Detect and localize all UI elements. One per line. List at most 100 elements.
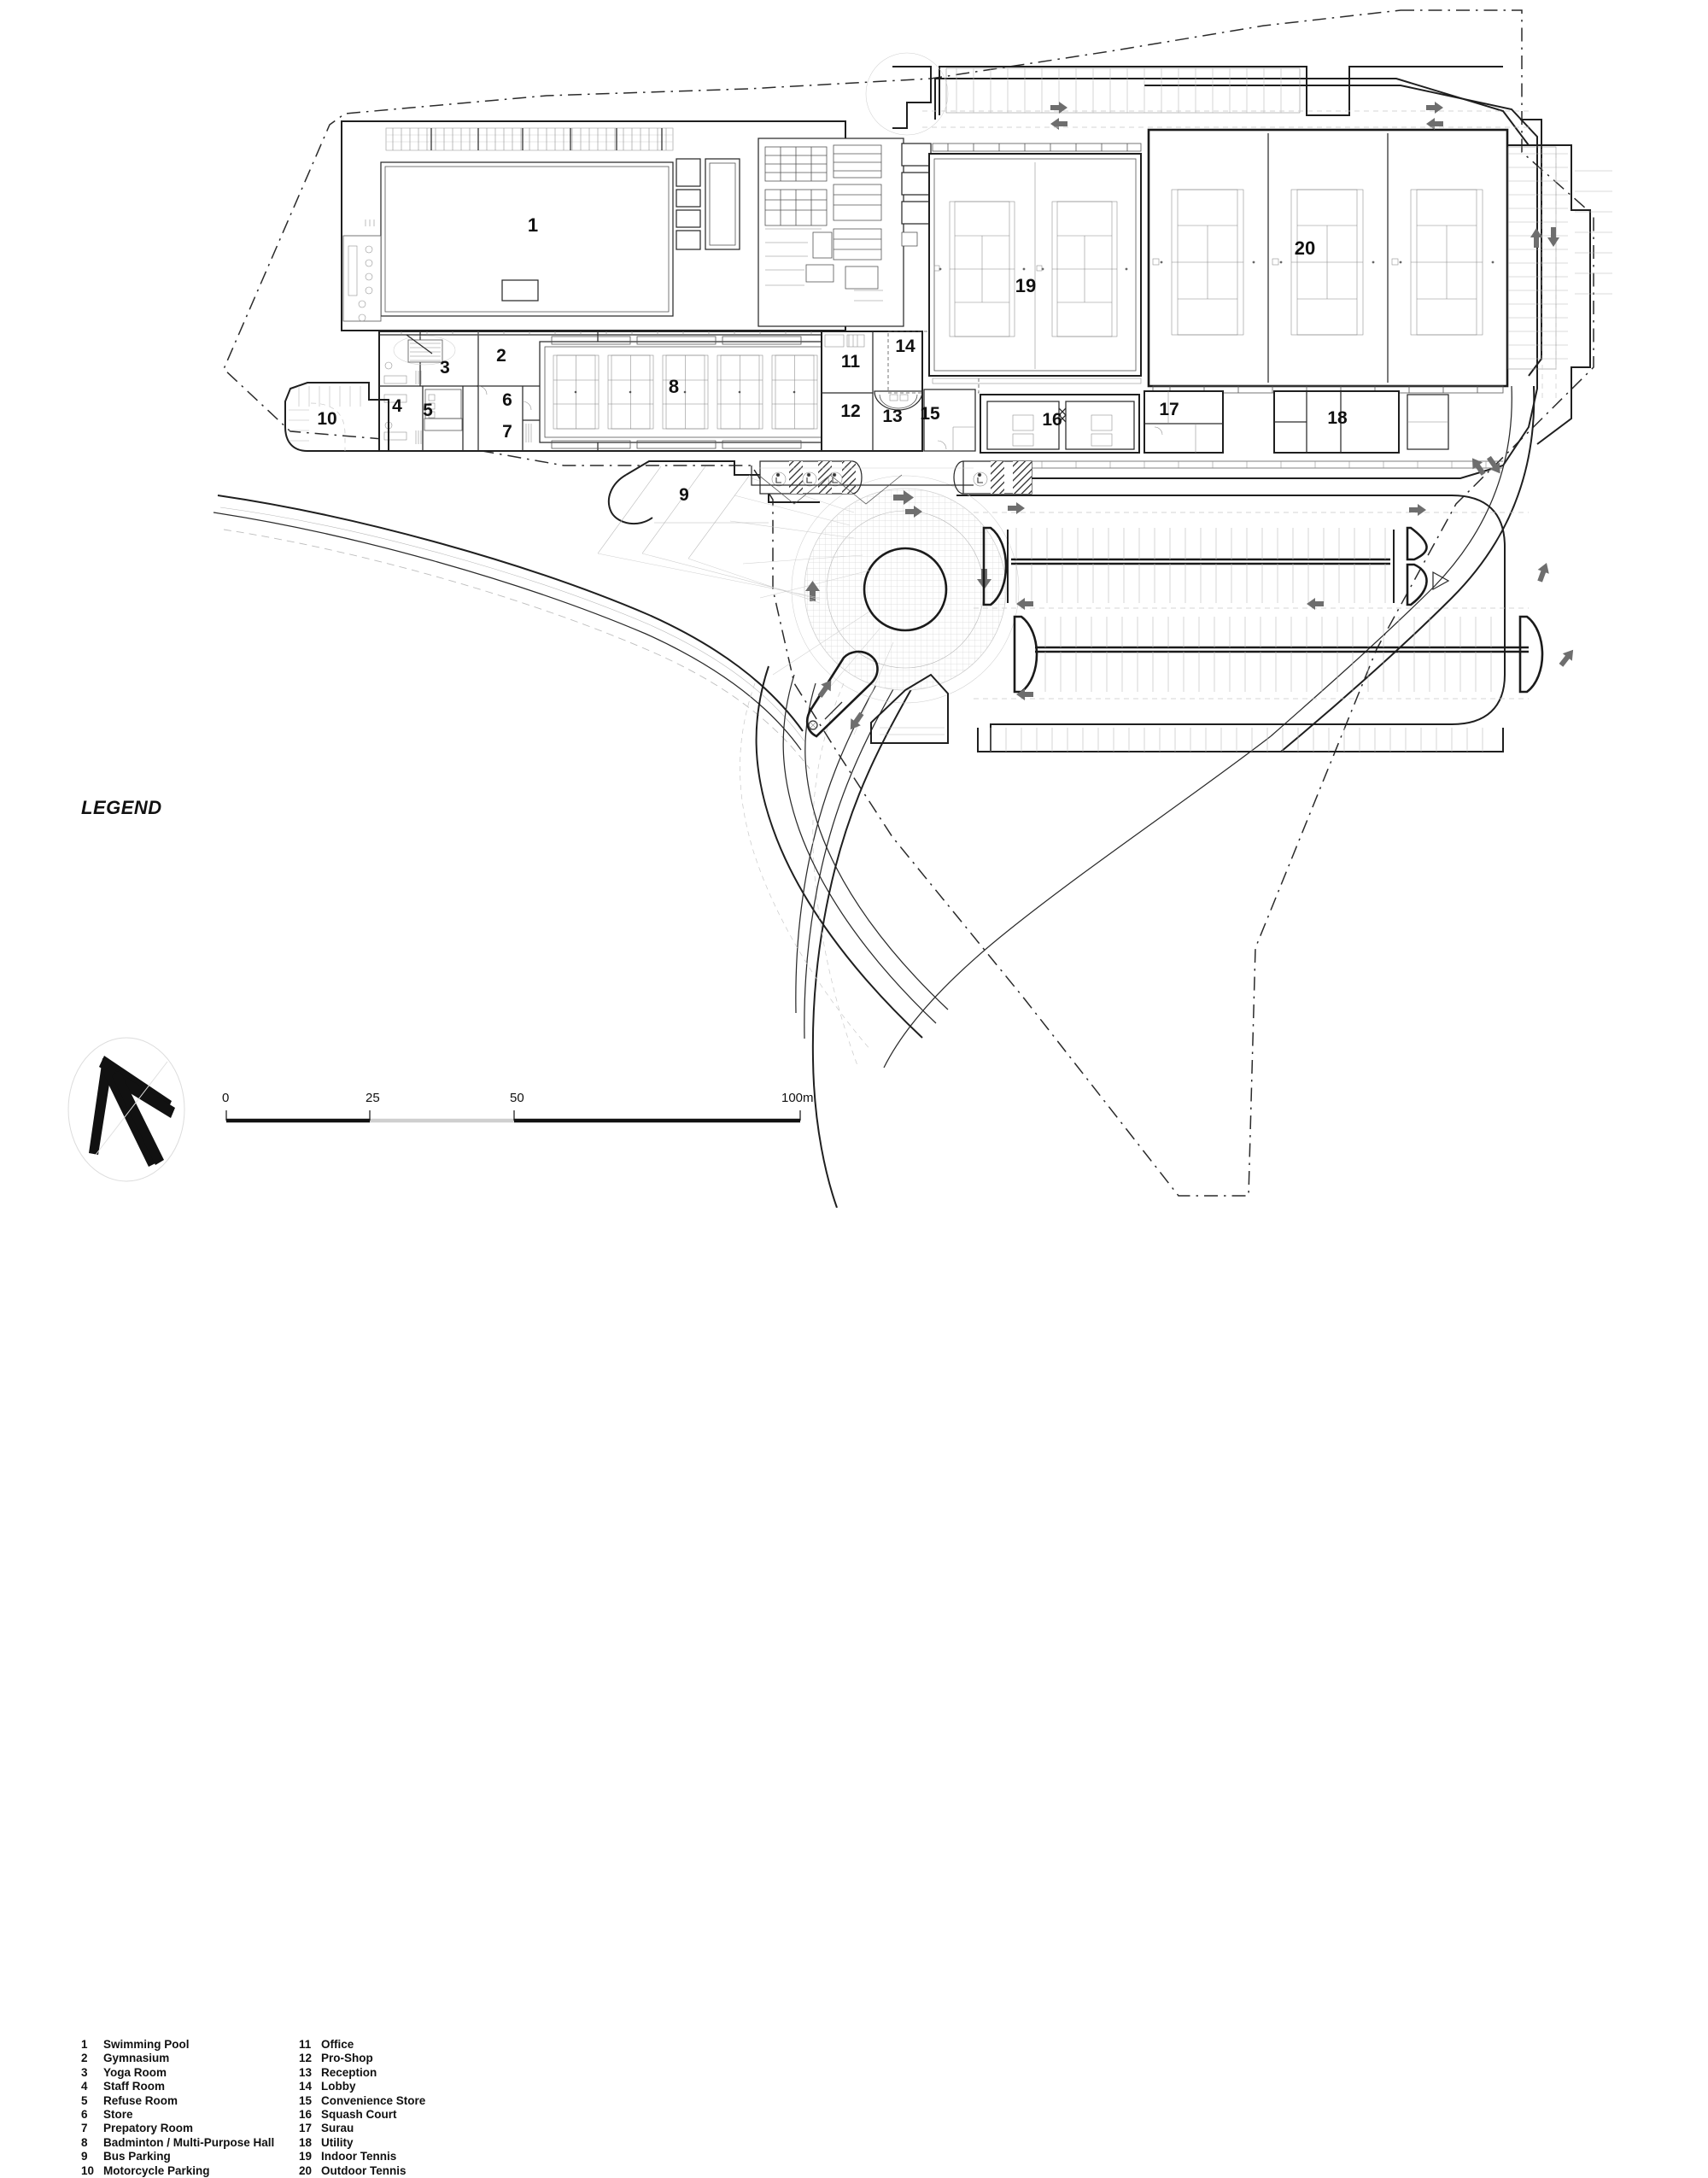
east-edge-parking — [1471, 144, 1612, 476]
legend-item-number: 20 — [299, 2163, 313, 2177]
legend-item-number: 2 — [81, 2052, 88, 2065]
bus-parking — [597, 460, 1032, 604]
legend-heading: LEGEND — [81, 797, 162, 818]
motorcycle-parking — [284, 382, 389, 452]
legend-item-label: Surau — [321, 2122, 354, 2135]
legend-item-label: Swimming Pool — [103, 2038, 190, 2051]
legend-item: 19 Indoor Tennis — [299, 2150, 425, 2163]
legend-item: 16 Squash Court — [299, 2108, 425, 2122]
legend-item-number: 4 — [81, 2080, 88, 2093]
legend-item-number: 8 — [81, 2135, 88, 2149]
scale-tick-label: 25 — [366, 1091, 380, 1105]
legend-item: 17 Surau — [299, 2122, 425, 2135]
legend-item: 15 Convenience Store — [299, 2094, 425, 2108]
parking-bank — [982, 526, 1428, 606]
wheelchair-icon — [828, 471, 843, 487]
north-arrow-icon — [67, 1037, 185, 1182]
legend-item-label: Pro-Shop — [321, 2052, 373, 2065]
badminton-hall — [539, 336, 828, 449]
legend-item-number: 13 — [299, 2065, 313, 2079]
parking-bank — [1013, 615, 1544, 694]
indoor-tennis-hall — [928, 143, 1142, 384]
room-number-label: 5 — [423, 401, 433, 420]
north-service-parking — [865, 52, 1529, 136]
room-number-label: 14 — [895, 337, 915, 356]
reception-block — [821, 331, 980, 452]
legend-item-number: 1 — [81, 2038, 88, 2051]
badminton-courts — [553, 354, 818, 430]
legend-item-label: Prepatory Room — [103, 2122, 194, 2135]
outdoor-tennis-area — [1147, 128, 1509, 394]
legend-item-number: 9 — [81, 2150, 88, 2163]
scale-bar — [225, 1110, 801, 1123]
legend-item-number: 15 — [299, 2093, 313, 2107]
room-number-label: 1 — [528, 214, 538, 236]
parking-bank — [977, 728, 1504, 752]
room-number-label: 6 — [502, 390, 512, 410]
room-number-label: 16 — [1042, 410, 1062, 430]
wheelchair-icon — [802, 471, 817, 487]
legend-item-label: Motorcycle Parking — [103, 2163, 210, 2177]
legend-item-number: 18 — [299, 2135, 313, 2149]
tennis-court — [1290, 189, 1364, 336]
room-number-label: 10 — [317, 409, 336, 429]
legend-item-label: Gymnasium — [103, 2052, 170, 2065]
room-number-label: 12 — [840, 401, 860, 421]
legend-item-number: 17 — [299, 2122, 313, 2135]
reception-desk — [874, 390, 923, 411]
legend-item: 20 Outdoor Tennis — [299, 2164, 425, 2178]
wheelchair-icon — [771, 471, 787, 487]
legend-item-label: Refuse Room — [103, 2093, 178, 2107]
roundabout — [729, 475, 1020, 735]
scale-tick-label: 0 — [222, 1091, 230, 1105]
legend-item-label: Outdoor Tennis — [321, 2163, 407, 2177]
legend-item-label: Yoga Room — [103, 2065, 167, 2079]
tennis-court — [1051, 201, 1118, 337]
wheelchair-icon — [973, 471, 988, 487]
legend-item-label: Squash Court — [321, 2107, 397, 2121]
legend-item-label: Staff Room — [103, 2080, 165, 2093]
legend-item: 12 Pro-Shop — [299, 2052, 425, 2065]
room-number-label: 7 — [502, 422, 512, 442]
room-number-label: 13 — [882, 407, 902, 426]
legend-column-left: 1 Swimming Pool 2 Gymnasium 3 Yoga Room 4 Staff… — [81, 2038, 274, 2178]
legend-item: 3 Yoga Room — [81, 2066, 274, 2080]
legend-item-number: 19 — [299, 2150, 313, 2163]
room-number-label: 2 — [496, 346, 506, 366]
site-boundary — [223, 9, 1594, 1197]
scale-tick-label: 50 — [510, 1091, 524, 1105]
entry-island — [805, 650, 949, 744]
legend-item-number: 10 — [81, 2163, 95, 2177]
room-number-label: 15 — [920, 404, 940, 424]
room-number-label: 11 — [841, 352, 861, 372]
room-number-label: 17 — [1159, 400, 1179, 419]
legend-item-number: 12 — [299, 2052, 313, 2065]
stair-core — [393, 334, 456, 366]
legend-item: 8 Badminton / Multi-Purpose Hall — [81, 2136, 274, 2150]
tennis-court — [1171, 189, 1244, 336]
legend-item-label: Bus Parking — [103, 2150, 171, 2163]
tennis-court — [1410, 189, 1483, 336]
legend-item-label: Convenience Store — [321, 2093, 426, 2107]
room-number-label: 8 — [669, 376, 679, 397]
legend-item: 4 Staff Room — [81, 2080, 274, 2093]
accessible-parking-bays — [759, 460, 1032, 495]
legend-item-label: Indoor Tennis — [321, 2150, 397, 2163]
legend-item-number: 16 — [299, 2107, 313, 2121]
room-number-label: 9 — [679, 485, 689, 505]
west-drive-arrows — [905, 506, 922, 518]
legend-item-label: Badminton / Multi-Purpose Hall — [103, 2135, 275, 2149]
service-core-block — [757, 138, 932, 327]
legend-item-number: 3 — [81, 2065, 88, 2079]
entry-canopy — [751, 465, 974, 505]
legend-item-number: 6 — [81, 2107, 88, 2121]
legend-item-label: Office — [321, 2038, 354, 2051]
legend-item-label: Lobby — [321, 2080, 356, 2093]
